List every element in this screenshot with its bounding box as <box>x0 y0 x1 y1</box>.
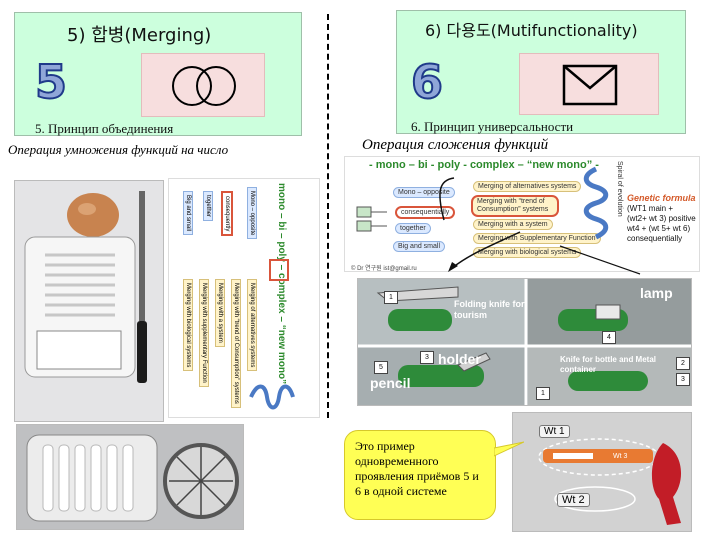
diagram-item-trend: Merging with “trend of Consumption” syst… <box>471 195 559 217</box>
slicer-top-photo <box>16 424 244 530</box>
wt1-label: Wt 1 <box>539 425 570 438</box>
tag-number: 3 <box>420 351 434 364</box>
tag-number: 3 <box>676 373 690 386</box>
diagram-item-consequentially: consequentially <box>395 206 456 219</box>
multifunctionality-slide: 6) 다용도(Mutifunctionality) 6 6. Принцип у… <box>396 10 686 134</box>
tag-number: 2 <box>676 357 690 370</box>
genetic-formula-title: Genetic formula <box>627 193 696 203</box>
genetic-line: wt4 + (wt 5+ wt 6) <box>627 224 691 233</box>
left-diagram-poly-highlight <box>269 259 289 281</box>
example-callout: Это пример одновременного проявления при… <box>344 430 496 520</box>
multifunctionality-figure-box <box>519 53 659 115</box>
peeler-photo: Wt 1 Wt 3 Wt 2 <box>512 412 692 532</box>
diagram-item-biological: Merging with biological systems <box>473 247 582 258</box>
tag-number: 1 <box>536 387 550 400</box>
left-diagram-small-item: Big and small <box>183 191 193 236</box>
merging-slide: 5) 합병(Merging) 5 5. Принцип объединения <box>14 12 302 136</box>
pocket-knife-image <box>358 279 691 405</box>
wt3-label: Wt 3 <box>613 453 628 460</box>
right-diagram-header: - mono – bi - poly - complex – “new mono… <box>369 159 599 171</box>
diagram-equipment-icon <box>356 206 387 232</box>
tag-number: 5 <box>374 361 388 374</box>
slicer-top-image <box>26 434 239 522</box>
diagram-item-with-system: Merging with a system <box>473 219 553 230</box>
left-diagram-item: Merging of alternatives systems <box>247 279 257 372</box>
egg-slicer-photo <box>14 180 164 422</box>
center-divider <box>327 14 329 418</box>
left-diagram-item: Merging with “trend of Consumption” syst… <box>231 279 241 408</box>
label-bottle-knife: Knife for bottle and Metal container <box>560 355 656 374</box>
right-evolution-diagram: - mono – bi - poly - complex – “new mono… <box>344 156 700 272</box>
left-diagram-small-item: Mono – opposite <box>247 187 257 240</box>
envelope-icon <box>562 64 618 106</box>
label-lamp: lamp <box>640 285 673 301</box>
multifunctionality-slide-number: 6 <box>410 54 444 110</box>
merging-slide-number: 5 <box>34 54 68 110</box>
label-pencil: pencil <box>370 375 411 391</box>
multifunctionality-slide-title: 6) 다용도(Mutifunctionality) <box>425 21 638 40</box>
left-diagram-small-item: together <box>203 191 213 222</box>
diagram-item-big-small: Big and small <box>393 241 446 252</box>
wt2-label: Wt 2 <box>557 493 590 507</box>
left-diagram-item: Merging with a system <box>215 279 225 347</box>
diagram-item-supplementary: Merging with Supplementary Function <box>473 233 601 244</box>
callout-pointer <box>494 441 524 457</box>
left-diagram-header: mono – bi – poly – complex – “new mono” <box>276 183 287 385</box>
diagram-spiral-icon <box>583 166 609 240</box>
overlapping-circles-icon <box>172 66 236 106</box>
merging-slide-title: 5) 합병(Merging) <box>67 25 212 46</box>
diagram-item-mono-opposite: Mono – opposite <box>393 187 455 198</box>
tag-number: 1 <box>384 291 398 304</box>
header-complex: complex <box>469 159 515 171</box>
diagram-author: © Dr 연구원 ist@gmail.ru <box>351 266 417 272</box>
diagram-item-together: together <box>395 223 431 234</box>
egg-slicer-image <box>24 191 147 383</box>
genetic-formula: (WT1 main + (wt2+ wt 3) positive wt4 + (… <box>627 204 696 244</box>
merging-figure-box <box>141 53 265 117</box>
label-holder: holder <box>438 351 481 367</box>
left-diagram-item: Merging with supplementary Function <box>199 279 209 387</box>
pocket-knife-photo: Folding knife for tourism lamp holder pe… <box>357 278 692 406</box>
genetic-line: consequentially <box>627 234 683 243</box>
diagram-arrows <box>439 177 641 275</box>
label-folding-knife: Folding knife for tourism <box>454 299 525 320</box>
tag-number: 4 <box>602 331 616 344</box>
multifunctionality-slide-caption: 6. Принцип универсальности <box>411 119 574 134</box>
header-bi: bi <box>417 159 428 171</box>
multiplication-caption: Операция умножения функций на число <box>8 142 229 157</box>
genetic-line: (WT1 main + <box>627 204 674 213</box>
left-diagram-item: Merging with biological systems <box>183 279 193 372</box>
header-mono: mono <box>375 159 406 171</box>
genetic-line: (wt2+ wt 3) positive <box>627 214 696 223</box>
left-diagram-small-item: consequently <box>221 191 233 237</box>
diagram-item-alternatives: Merging of alternatives systems <box>473 181 582 192</box>
left-diagram-spiral-icon <box>249 384 295 410</box>
peeler-image <box>513 413 691 531</box>
header-poly: poly <box>437 159 461 171</box>
merging-slide-caption: 5. Принцип объединения <box>35 121 174 136</box>
left-evolution-diagram: mono – bi – poly – complex – “new mono” … <box>168 178 320 418</box>
header-new-mono: “new mono” <box>526 159 593 171</box>
addition-caption: Операция сложения функций <box>362 137 549 153</box>
